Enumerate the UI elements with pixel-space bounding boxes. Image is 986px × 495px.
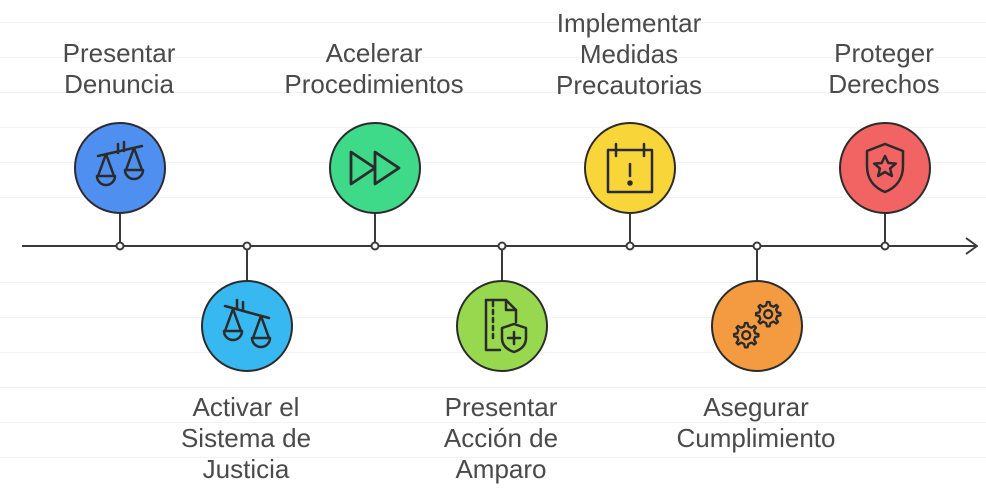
axis-arrow-icon	[965, 237, 978, 255]
step-6-stem	[756, 246, 758, 296]
step-2-label-line: Sistema de	[180, 423, 312, 453]
step-6-circle	[711, 280, 803, 372]
step-7-stem	[884, 196, 886, 246]
step-4-circle	[456, 280, 548, 372]
step-1-label: Presentar Denuncia	[63, 38, 176, 100]
background-rule	[0, 197, 986, 198]
background-rule	[0, 387, 986, 388]
background-rule	[0, 22, 986, 23]
step-4-label-line: Amparo	[455, 454, 547, 484]
step-3-node	[370, 241, 380, 251]
step-6-label: Asegurar Cumplimiento	[677, 392, 836, 454]
step-2-label-line: Justicia	[202, 454, 290, 484]
background-rule	[0, 162, 986, 163]
step-4-label: Presentar Acción de Amparo	[444, 392, 558, 485]
step-3-stem	[374, 196, 376, 246]
step-4-node	[497, 241, 507, 251]
step-5-label-line: Precautorias	[556, 70, 702, 100]
step-2-label: Activar el Sistema de Justicia	[181, 392, 311, 485]
step-2-node	[242, 241, 252, 251]
background-rule	[0, 127, 986, 128]
background-rule	[0, 57, 986, 58]
step-5-circle	[584, 122, 676, 214]
step-1-label-line: Denuncia	[64, 69, 174, 99]
step-7-circle	[839, 122, 931, 214]
step-1-label-line: Presentar	[62, 38, 176, 68]
step-3-label-line: Acelerar	[325, 38, 423, 68]
step-7-label: Proteger Derechos	[828, 38, 939, 100]
step-4-label-line: Acción de	[443, 423, 559, 453]
background-rule	[0, 92, 986, 93]
background-rule	[0, 422, 986, 423]
calendar-alert-icon	[606, 142, 654, 194]
gears-icon	[732, 300, 782, 349]
step-1-circle	[74, 122, 166, 214]
step-2-label-line: Activar el	[192, 392, 300, 422]
step-6-node	[752, 241, 762, 251]
step-7-label-line: Proteger	[834, 38, 934, 68]
step-6-label-line: Cumplimiento	[676, 423, 836, 453]
step-3-label-line: Procedimientos	[284, 69, 464, 99]
step-2-circle	[201, 280, 293, 372]
step-1-stem	[119, 196, 121, 246]
step-3-circle	[329, 122, 421, 214]
shield-star-icon	[865, 142, 905, 194]
step-1-node	[115, 241, 125, 251]
step-6-label-line: Asegurar	[703, 392, 809, 422]
background-rule	[0, 457, 986, 458]
step-5-stem	[629, 196, 631, 246]
step-4-label-line: Presentar	[444, 392, 558, 422]
step-5-node	[625, 241, 635, 251]
step-5-label-line: Medidas	[579, 39, 679, 69]
balance-scale-icon	[95, 140, 145, 187]
shield-file-icon	[484, 298, 528, 354]
step-2-stem	[246, 246, 248, 296]
step-4-stem	[501, 246, 503, 296]
step-5-label-line: Implementar	[556, 8, 702, 38]
step-7-label-line: Derechos	[828, 69, 940, 99]
step-7-node	[880, 241, 890, 251]
fast-forward-icon	[349, 150, 401, 186]
step-5-label: Implementar Medidas Precautorias	[556, 8, 702, 101]
balance-scale-icon	[222, 298, 272, 349]
step-3-label: Acelerar Procedimientos	[284, 38, 463, 100]
